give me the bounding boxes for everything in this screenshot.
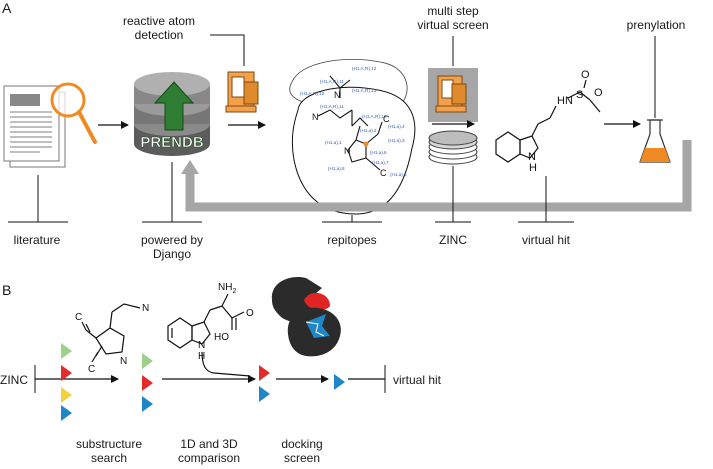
prendb-logo-text: PRENDB [140, 134, 204, 151]
feedback-arrowhead [181, 160, 199, 174]
molecule-atom: C [88, 364, 95, 375]
label-literature: literature [13, 233, 61, 247]
molecule-atom: N [198, 340, 205, 351]
label-reactive-atom: reactive atom detection [105, 14, 213, 42]
virtual-screen-computer-icon [428, 68, 478, 122]
molecule-atom: C [75, 312, 82, 323]
feedback-arrow [185, 140, 692, 212]
triangle-yellow [61, 387, 72, 403]
molecule-atom: HN [557, 95, 573, 107]
label-substructure: substructure search [64, 437, 154, 465]
repitope-tag: (H1,A,R),12 [300, 91, 325, 96]
flask-icon [639, 119, 671, 163]
repitope-tag: (H1,a),4 [388, 124, 405, 129]
label-line: docking [281, 437, 323, 451]
repitope-tag: (H1,a),5 [390, 172, 407, 177]
triangle-blue [259, 386, 270, 402]
molecule-atom: N [528, 151, 536, 163]
literature-icon [3, 82, 97, 168]
label-comparison: 1D and 3D comparison [164, 437, 254, 465]
docking-icon [271, 276, 341, 357]
repitopes-figure: N N N C C (H1,A,R),12 (H1,A,R),11 (H1,A,… [289, 58, 416, 215]
repitope-tag: (H1,a),3 [388, 138, 405, 143]
callout-repitopes [322, 215, 382, 223]
repitope-atom: N [334, 90, 341, 100]
label-line: comparison [177, 451, 241, 465]
label-line: powered by [140, 233, 204, 247]
callout-zinc [435, 166, 471, 223]
callout-virtual-hit [518, 176, 574, 223]
molecule-atom: NH2 [218, 282, 236, 295]
repitope-tag: (H1,a),6 [370, 150, 387, 155]
label-prenylation: prenylation [626, 18, 686, 32]
label-multi-step: multi step virtual screen [406, 4, 500, 32]
triangle-red [142, 375, 153, 391]
label-line: Django [152, 247, 192, 261]
repitope-tag: (H1,A,R),12 [352, 66, 377, 71]
molecule-atom: O [594, 87, 603, 99]
triangle-green [61, 343, 72, 359]
label-line: multi step [427, 4, 479, 18]
label-zinc-b: ZINC [0, 373, 28, 387]
label-docking: docking screen [262, 437, 342, 465]
triangle-red [61, 365, 72, 381]
callout-reactive-atom [210, 34, 245, 66]
repitope-atom: N [344, 146, 351, 156]
repitope-tag: (H1,A,R),11 [320, 104, 344, 109]
virtual-hit-molecule [495, 79, 601, 163]
label-line: 1D and 3D [180, 437, 238, 451]
label-virtual-hit-a: virtual hit [521, 233, 571, 247]
repitope-tag: (H1,A,R),11 [320, 79, 344, 84]
label-line: reactive atom [122, 14, 196, 28]
panel-label-a: A [2, 0, 12, 16]
repitope-atom: C [383, 114, 390, 124]
label-line: virtual screen [417, 18, 489, 32]
triangle-green [142, 353, 153, 369]
triangle-blue [61, 405, 72, 421]
zinc-database-icon [428, 130, 478, 165]
molecule-atom: O [246, 308, 254, 319]
callout-literature [8, 175, 68, 223]
molecule-atom: N [120, 356, 127, 367]
molecule-atom: N [142, 303, 149, 314]
label-line: screen [283, 451, 321, 465]
callout-powered-by [142, 162, 202, 223]
label-line: substructure [75, 437, 143, 451]
triangle-blue [142, 396, 153, 412]
molecule-atom: S [576, 89, 583, 101]
label-virtual-hit-b: virtual hit [393, 373, 442, 387]
substructure-molecule [81, 303, 141, 363]
repitope-tag: (H1,a),2 [360, 128, 377, 133]
molecule-atom: O [581, 69, 590, 81]
panel-label-b: B [2, 282, 12, 298]
computer-icon [225, 71, 259, 113]
repitope-tag: (H1,A,R),13 [352, 88, 377, 93]
repitope-tag: (H1,a),8 [328, 166, 345, 171]
repitope-tag: (H1,A,R),10 [362, 114, 387, 119]
label-zinc-a: ZINC [439, 233, 467, 247]
triangle-red [259, 365, 270, 381]
label-repitopes: repitopes [327, 233, 377, 247]
repitope-tag: (H1,a),1 [325, 140, 342, 145]
prendb-logo: PRENDB [134, 72, 210, 156]
repitope-atom: C [380, 168, 387, 178]
label-line: search [90, 451, 128, 465]
molecule-atom: H [198, 351, 205, 362]
repitope-tag: (H1,a),7 [372, 160, 389, 165]
comparison-molecule [167, 293, 251, 377]
triangle-blue [334, 374, 345, 390]
label-powered-by: powered by Django [130, 233, 214, 261]
label-line: detection [134, 28, 184, 42]
molecule-atom: H [529, 162, 537, 174]
repitope-atom: N [312, 112, 319, 122]
molecule-atom: HO [214, 332, 229, 343]
